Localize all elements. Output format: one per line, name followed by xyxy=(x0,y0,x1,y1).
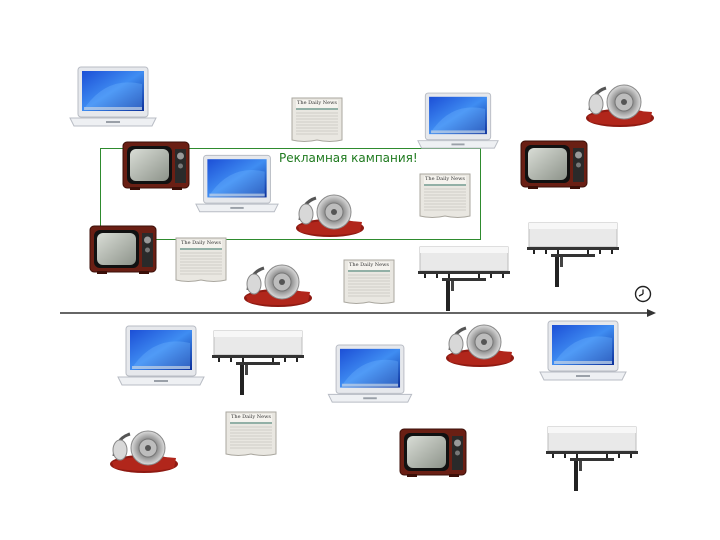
newspaper-masthead: The Daily News xyxy=(180,240,222,246)
laptop-icon xyxy=(416,92,500,152)
newspaper-masthead: The Daily News xyxy=(230,414,272,420)
laptop-icon xyxy=(194,154,280,216)
billboard-icon xyxy=(212,330,304,396)
laptop-icon xyxy=(326,344,414,406)
radio-icon xyxy=(290,192,366,240)
newspaper-icon: The Daily News xyxy=(174,236,228,284)
radio-icon xyxy=(104,428,180,476)
newspaper-icon: The Daily News xyxy=(290,96,344,144)
newspaper-masthead: The Daily News xyxy=(424,176,466,182)
tv-icon xyxy=(520,140,588,190)
newspaper-icon: The Daily News xyxy=(418,172,472,220)
newspaper-icon: The Daily News xyxy=(342,258,396,306)
radio-icon xyxy=(440,322,516,370)
newspaper-masthead: The Daily News xyxy=(348,262,390,268)
clock-icon xyxy=(634,285,652,303)
laptop-icon xyxy=(116,325,206,389)
tv-icon xyxy=(122,141,190,191)
billboard-icon xyxy=(418,246,510,312)
tv-icon xyxy=(89,225,157,275)
billboard-icon xyxy=(546,426,638,492)
campaign-label: Рекламная кампания! xyxy=(279,151,418,165)
laptop-icon xyxy=(538,320,628,384)
billboard-icon xyxy=(527,222,619,288)
newspaper-icon: The Daily News xyxy=(224,410,278,458)
radio-icon xyxy=(580,82,656,130)
newspaper-masthead: The Daily News xyxy=(296,100,338,106)
radio-icon xyxy=(238,262,314,310)
tv-icon xyxy=(399,428,467,478)
laptop-icon xyxy=(68,66,158,130)
